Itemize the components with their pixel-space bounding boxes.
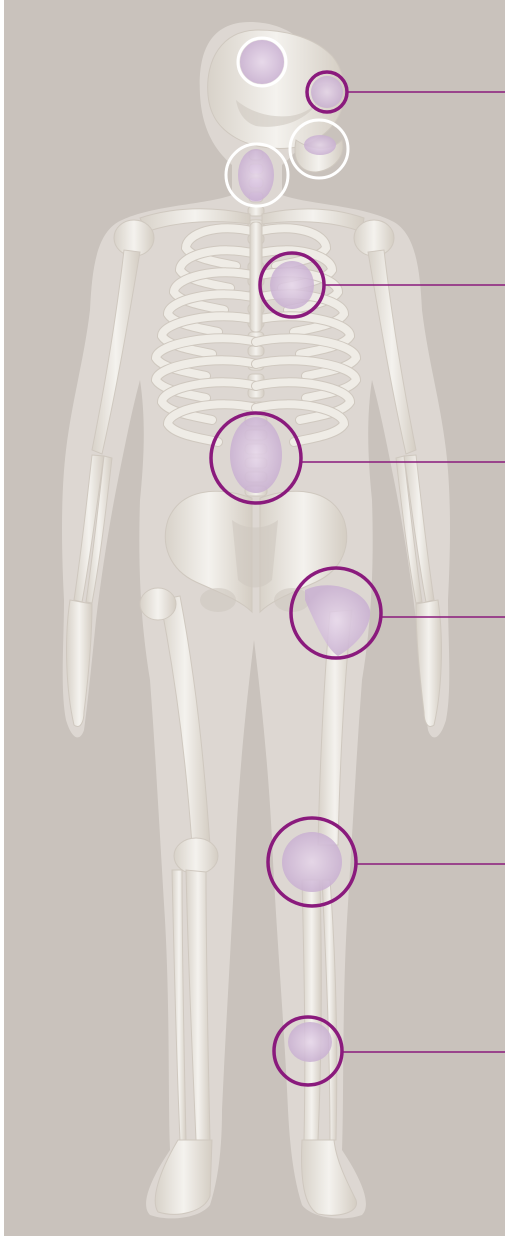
vertebra (248, 346, 264, 356)
